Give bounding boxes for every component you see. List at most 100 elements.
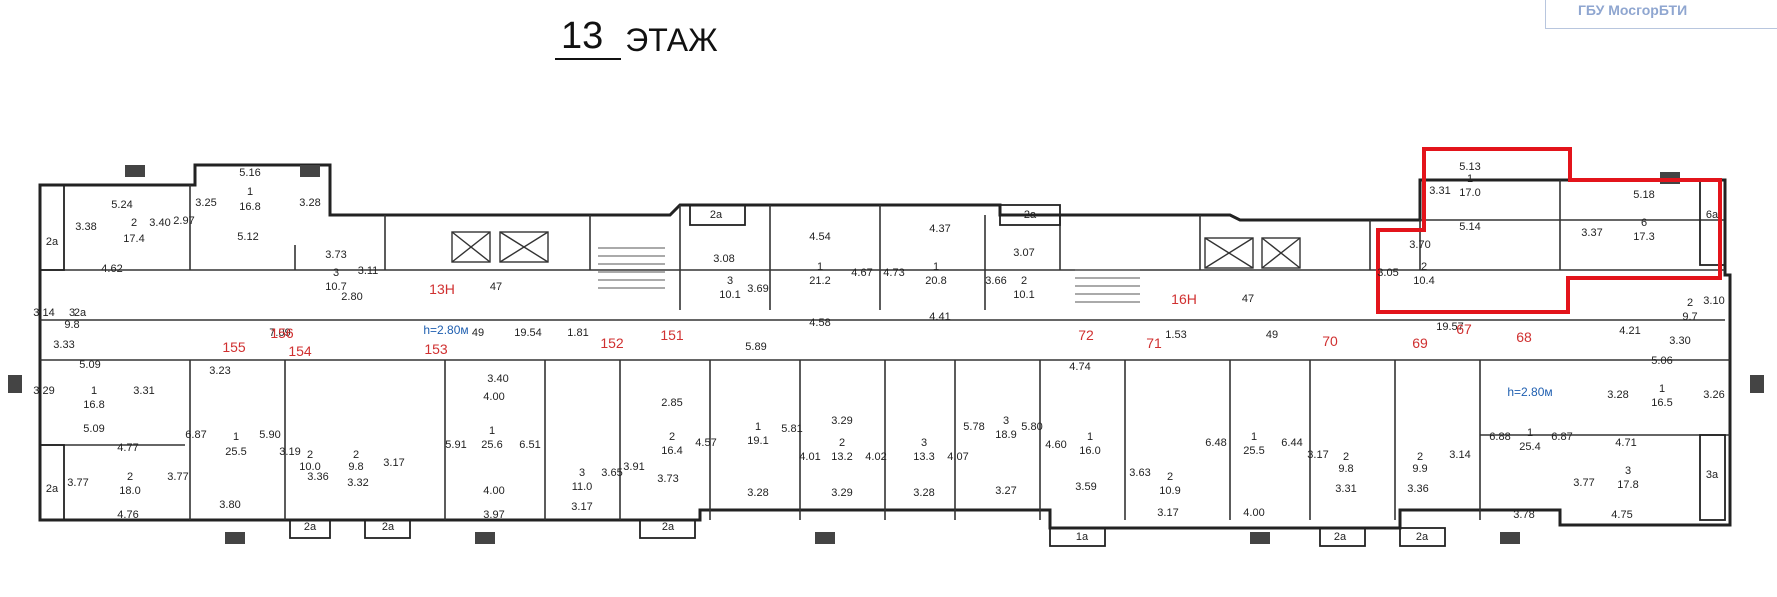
- dim: 3.66: [985, 275, 1006, 287]
- room-area: 10.4: [1413, 275, 1434, 287]
- floor-word: ЭТАЖ: [625, 22, 718, 58]
- corridor-number: 68: [1516, 329, 1532, 345]
- corridor-number: 155: [222, 339, 246, 355]
- dim: 4.73: [883, 267, 904, 279]
- room-area: 16.0: [1079, 445, 1100, 457]
- dim: 3.19: [279, 446, 300, 458]
- dim: 3.32: [347, 477, 368, 489]
- stamp: ГБУ МосгорБТИ: [1545, 0, 1777, 29]
- room-area: 16.5: [1651, 397, 1672, 409]
- dim: 4.77: [117, 442, 138, 454]
- room-id: 2: [307, 449, 313, 461]
- dim: 3.40: [487, 373, 508, 385]
- dim: 4.62: [101, 263, 122, 275]
- ceiling-height: h=2.80м: [1507, 385, 1552, 399]
- elevator-shafts: [451, 231, 1301, 269]
- room-id: 2: [1167, 471, 1173, 483]
- dim: 4.75: [1611, 509, 1632, 521]
- dim: 3.31: [1335, 483, 1356, 495]
- balcony-label: 2a: [46, 483, 59, 495]
- dim: 3.17: [1307, 449, 1328, 461]
- balcony-label: 2a: [46, 236, 59, 248]
- dim: 5.09: [79, 359, 100, 371]
- balcony-label: 2a: [1334, 531, 1347, 543]
- room-area: 9.8: [64, 319, 79, 331]
- floor-number: 13: [555, 14, 622, 60]
- dim: 4.57: [695, 437, 716, 449]
- dim: 6.51: [519, 439, 540, 451]
- dim: 5.81: [781, 423, 802, 435]
- dim: 5.16: [239, 167, 260, 179]
- balcony-label: 3a: [1706, 469, 1719, 481]
- dim: 6.48: [1205, 437, 1226, 449]
- dim: 3.17: [571, 501, 592, 513]
- dim: 3.36: [307, 471, 328, 483]
- dim: 4.00: [1243, 507, 1264, 519]
- dim: 3.40: [149, 217, 170, 229]
- dim: 3.59: [1075, 481, 1096, 493]
- dim: 3.33: [53, 339, 74, 351]
- apartment-label: 16Н: [1171, 291, 1197, 307]
- dim: 5.06: [1651, 355, 1672, 367]
- dim: 3.07: [1013, 247, 1034, 259]
- dim: 3.11: [358, 265, 379, 277]
- dim: 4.01: [799, 451, 820, 463]
- room-area: 16.4: [661, 445, 682, 457]
- balcony-label: 2a: [662, 521, 675, 533]
- corridor-dim: 49: [1266, 329, 1278, 341]
- room-id: 3: [1625, 465, 1631, 477]
- dim: 4.37: [929, 223, 950, 235]
- dim: 3.28: [1607, 389, 1628, 401]
- room-id: 1: [1251, 431, 1257, 443]
- corridor-number: 154: [288, 343, 312, 359]
- dim: 3.05: [1377, 267, 1398, 279]
- corridor-numbers: 155 156 154 153 152 151 72 71 70 69 68 6…: [222, 281, 1532, 359]
- balcony-label: 2a: [304, 521, 317, 533]
- room-id: 1: [1659, 383, 1665, 395]
- dim: 3.29: [831, 487, 852, 499]
- room-id: 2: [353, 449, 359, 461]
- dim: 3.63: [1129, 467, 1150, 479]
- dim: 4.41: [929, 311, 950, 323]
- room-area: 10.1: [1013, 289, 1034, 301]
- dim: 4.00: [483, 391, 504, 403]
- dim: 3.27: [995, 485, 1016, 497]
- room-area: 17.3: [1633, 231, 1654, 243]
- dim: 3.10: [1703, 295, 1724, 307]
- dim: 3.26: [1703, 389, 1724, 401]
- dim: 3.36: [1407, 483, 1428, 495]
- room-id: 1: [755, 421, 761, 433]
- room-id: 1: [247, 186, 253, 198]
- dim: 3.08: [713, 253, 734, 265]
- dim: 3.28: [299, 197, 320, 209]
- room-id: 2a: [74, 307, 87, 319]
- room-id: 3: [727, 275, 733, 287]
- dim: 2.80: [341, 291, 362, 303]
- room-area: 20.8: [925, 275, 946, 287]
- dim: 5.13: [1459, 161, 1480, 173]
- room-area: 17.8: [1617, 479, 1638, 491]
- dim: 5.24: [111, 199, 132, 211]
- dim: 3.28: [913, 487, 934, 499]
- room-area: 13.2: [831, 451, 852, 463]
- dim: 3.37: [1581, 227, 1602, 239]
- dim: 3.31: [1429, 185, 1450, 197]
- room-id: 1: [817, 261, 823, 273]
- dim: 3.14: [33, 307, 54, 319]
- dim: 4.21: [1619, 325, 1640, 337]
- room-area: 9.7: [1682, 311, 1697, 323]
- corridor-dim: 49: [472, 327, 484, 339]
- dim: 6.88: [1489, 431, 1510, 443]
- room-area: 16.8: [83, 399, 104, 411]
- dim: 4.60: [1045, 439, 1066, 451]
- room-area: 16.8: [239, 201, 260, 213]
- dim: 2.85: [661, 397, 682, 409]
- balconies: [39, 179, 1726, 547]
- room-id: 3: [1003, 415, 1009, 427]
- dim: 3.25: [195, 197, 216, 209]
- room-id: 1: [489, 425, 495, 437]
- dim: 3.97: [483, 509, 504, 521]
- room-id: 2: [669, 431, 675, 443]
